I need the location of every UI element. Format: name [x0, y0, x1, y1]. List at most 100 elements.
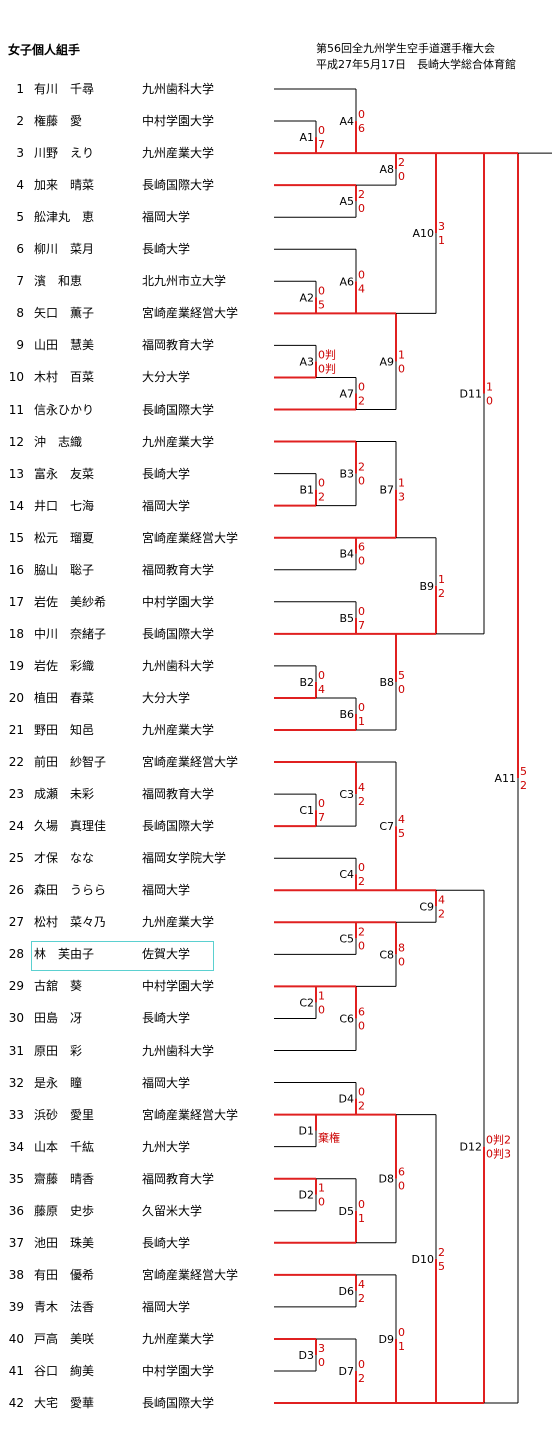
player-number: 18: [8, 626, 24, 641]
player-university: 長崎大学: [142, 1235, 191, 1250]
match-score: 4: [438, 893, 445, 906]
player-name: 松元 瑠夏: [34, 530, 95, 545]
match-label: B4: [339, 548, 354, 561]
player-number: 40: [8, 1331, 24, 1346]
match-label: A8: [379, 163, 394, 176]
match-score: 0判3: [486, 1148, 511, 1161]
match-score: 0: [358, 555, 365, 568]
player-number: 38: [8, 1267, 24, 1282]
player-number: 4: [16, 178, 24, 193]
player-name: 岩佐 彩織: [34, 658, 95, 673]
player-university: 長崎国際大学: [142, 1396, 215, 1411]
match-label: C6: [339, 1012, 354, 1025]
match-score: 0: [398, 1180, 405, 1193]
player-name: 川野 えり: [34, 146, 95, 161]
match-score: 6: [398, 1166, 405, 1179]
match-label: D8: [379, 1173, 394, 1186]
player-name: 舩津丸 恵: [34, 210, 95, 225]
match-label: C2: [299, 996, 314, 1009]
match-score: 0: [318, 124, 325, 137]
player-university: 北九州市立大学: [142, 274, 227, 289]
player-university: 九州歯科大学: [142, 82, 215, 96]
match-score: 4: [398, 813, 405, 826]
player-name: 森田 うらら: [34, 883, 107, 898]
match-score: 2: [398, 156, 405, 169]
match-score: 0: [358, 861, 365, 874]
match-score: 0: [398, 683, 405, 696]
player-university: 宮崎産業経営大学: [142, 1267, 239, 1282]
player-university: 長崎国際大学: [142, 819, 215, 834]
player-university: 大分大学: [142, 690, 191, 705]
match-label: A7: [339, 387, 354, 400]
match-label: D2: [299, 1189, 314, 1202]
player-university: 福岡教育大学: [142, 338, 215, 353]
match-score: 6: [358, 1005, 365, 1018]
player-name: 沖 志織: [34, 434, 83, 449]
player-name: 植田 春菜: [34, 690, 95, 705]
match-score: 5: [398, 669, 405, 682]
player-university: 中村学園大学: [142, 114, 215, 129]
player-number: 5: [16, 210, 24, 225]
player-university: 九州産業大学: [142, 915, 215, 930]
match-label: B1: [299, 484, 314, 497]
player-name: 信永ひかり: [34, 402, 95, 417]
match-label: C7: [379, 820, 394, 833]
player-number: 29: [8, 979, 24, 994]
page-title: 女子個人組手: [8, 43, 81, 57]
player-number: 11: [8, 402, 24, 417]
player-name: 青木 法香: [34, 1299, 95, 1314]
match-score: 0: [318, 1196, 325, 1209]
player-name: 久場 真理佳: [34, 819, 107, 834]
player-university: 福岡大学: [142, 1075, 191, 1090]
player-number: 1: [16, 82, 24, 96]
player-name: 藤原 史歩: [34, 1203, 95, 1218]
player-number: 6: [16, 242, 24, 257]
player-university: 中村学園大学: [142, 1364, 215, 1378]
player-name: 谷口 絢美: [34, 1364, 95, 1378]
player-number: 27: [8, 915, 24, 930]
player-number: 23: [8, 787, 24, 802]
match-score: 0: [358, 1019, 365, 1032]
match-label: D6: [339, 1285, 354, 1298]
match-score: 2: [358, 1100, 365, 1113]
match-score: 0: [358, 475, 365, 488]
match-score: 0: [358, 202, 365, 215]
match-score: 1: [318, 1182, 325, 1195]
match-label: D10: [412, 1253, 434, 1266]
match-label: D11: [460, 387, 482, 400]
match-score: 5: [318, 298, 325, 311]
match-score: 2: [358, 795, 365, 808]
match-score: 2: [358, 461, 365, 474]
player-university: 佐賀大学: [142, 947, 191, 962]
player-university: 宮崎産業経営大学: [142, 1107, 239, 1122]
player-number: 9: [16, 338, 24, 353]
match-score: 0: [398, 170, 405, 183]
player-number: 30: [8, 1011, 24, 1026]
match-score: 0: [358, 1086, 365, 1099]
player-name: 戸高 美咲: [34, 1331, 95, 1346]
player-number: 10: [8, 370, 24, 385]
player-university: 九州産業大学: [142, 434, 215, 449]
match-score: 1: [398, 348, 405, 361]
match-score: 7: [318, 811, 325, 824]
player-name: 林 芙由子: [34, 947, 95, 962]
player-university: 福岡大学: [142, 883, 191, 898]
match-score: 4: [358, 1278, 365, 1291]
match-label: B9: [419, 580, 434, 593]
match-score: 2: [358, 188, 365, 201]
player-number: 31: [8, 1043, 24, 1058]
